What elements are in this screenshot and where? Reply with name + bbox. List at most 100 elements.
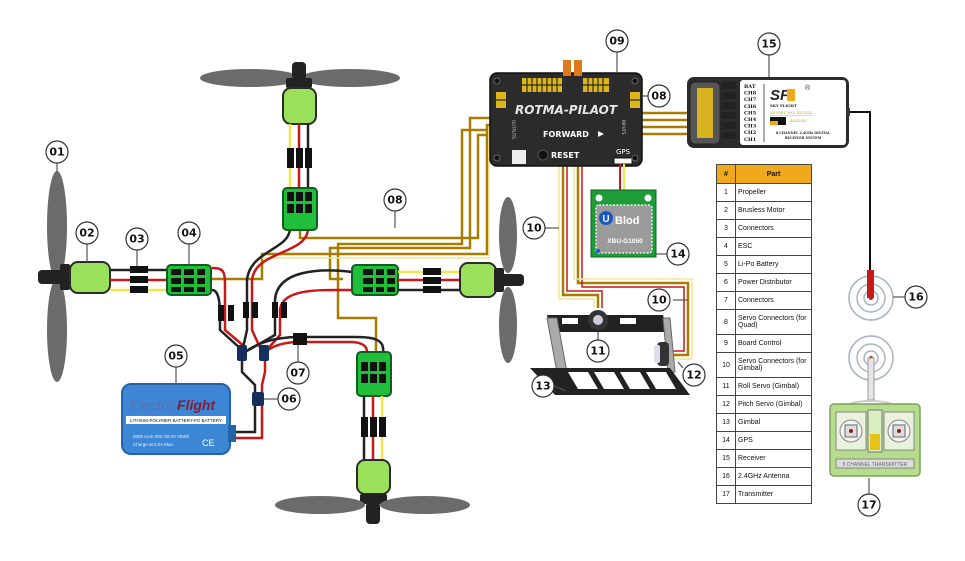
receiver-desc-2: RECEIVER SYSTEM [785,136,822,140]
battery-spec-1: 0000 mAh 00C 00.0V 00Wh [133,434,190,439]
propeller-left-top-blade [47,171,67,281]
fc-inputs-label: INPUTS [621,120,626,135]
callout-13: 13 [531,374,555,398]
part-number: 12 [716,395,736,414]
callout-circle [647,288,671,312]
receiver-to-fc-wires [640,111,688,136]
part-name: Servo Connectors (for Gimbal) [735,352,812,378]
motor-left [69,261,111,294]
callout-circle [666,242,690,266]
receiver-subtitle: SKY FLIGHT [770,103,797,108]
fc-forward-label: FORWARD [543,130,589,139]
motor-top [282,87,317,125]
receiver-channel-label: CH1 [744,137,756,143]
part-number: 4 [716,237,736,256]
callout-label: 06 [281,393,297,406]
callout-circle [277,387,301,411]
battery-type: LITHIUM-POLYMER BATTERY-PO BATTERY [130,418,222,423]
part-number: 11 [716,377,736,396]
callout-circle [164,344,188,368]
callout-label: 03 [129,233,144,246]
part-number: 17 [716,485,736,504]
power-connectors [218,302,307,406]
part-name: Pitch Servo (Gimbal) [735,395,812,414]
callout-circle [75,221,99,245]
receiver-channel-label: CH5 [744,110,757,116]
part-number: 15 [716,449,736,468]
callout-circle [531,374,555,398]
callout-15: 15 [757,32,781,56]
callout-06: 06 [277,387,301,411]
part-name: Connectors [735,291,812,310]
part-name: Gimbal [735,413,812,432]
receiver-model: MODEL NO: XX-XXX [770,110,812,115]
lipo-battery: Electric Flight LITHIUM-POLYMER BATTERY-… [121,383,236,455]
callout-circle [177,221,201,245]
part-number: 10 [716,352,736,378]
callout-circle [605,29,629,53]
callout-03: 03 [125,227,149,251]
parts-table-header: # Part [716,164,812,184]
receiver-channel-label: CH6 [744,104,757,110]
part-number: 16 [716,467,736,486]
callout-11: 11 [586,339,610,363]
ce-mark: CE [202,438,215,448]
callout-label: 16 [908,291,924,304]
part-number: 9 [716,334,736,353]
callout-07: 07 [286,361,310,385]
gps-model: XBU-G1050 [607,238,643,245]
part-name: Roll Servo (Gimbal) [735,377,812,396]
servo-wire-bundle-gimbal [558,165,693,360]
motor-right [459,262,497,298]
receiver-channel-label: CH3 [744,124,757,130]
part-number: 13 [716,413,736,432]
receiver-channel-label: BAT [744,84,756,90]
callout-17: 17 [857,493,881,517]
top-arm [200,62,400,231]
callout-14: 14 [666,242,690,266]
part-name: Board Control [735,334,812,353]
callout-label: 13 [535,380,550,393]
receiver-channel-label: CH7 [744,97,757,103]
part-number: 7 [716,291,736,310]
part-name: Transmitter [735,485,812,504]
battery-brand-part1: Electric [130,397,176,413]
callout-10b: 10 [647,288,671,312]
receiver-brand: SF [770,87,790,104]
flight-controller: ROTMA-PILAOT FORWARD RESET GPS OUTPUTS I… [489,60,643,167]
header-part: Part [735,164,812,184]
gps-module: U Blod XBU-G1050 [590,189,657,258]
part-number: 6 [716,273,736,292]
callout-label: 07 [290,367,305,380]
callout-02: 02 [75,221,99,245]
fc-brand: ROTMA-PILAOT [515,103,618,117]
callout-04: 04 [177,221,201,245]
receiver-channel-label: CH8 [744,91,757,97]
callout-label: 09 [609,35,624,48]
callout-label: 04 [181,227,197,240]
part-number: 2 [716,201,736,220]
callout-12: 12 [682,363,706,387]
part-name: Power Distributor [735,273,812,292]
callout-16: 16 [904,285,928,309]
part-number: 3 [716,219,736,238]
motor-bottom [356,459,391,495]
callout-circle [383,188,407,212]
callout-label: 01 [49,146,64,159]
part-name: Connectors [735,219,812,238]
propeller-left-bottom-blade [47,278,67,382]
battery-spec-2: Charge at 0.0A Max. [133,442,174,447]
